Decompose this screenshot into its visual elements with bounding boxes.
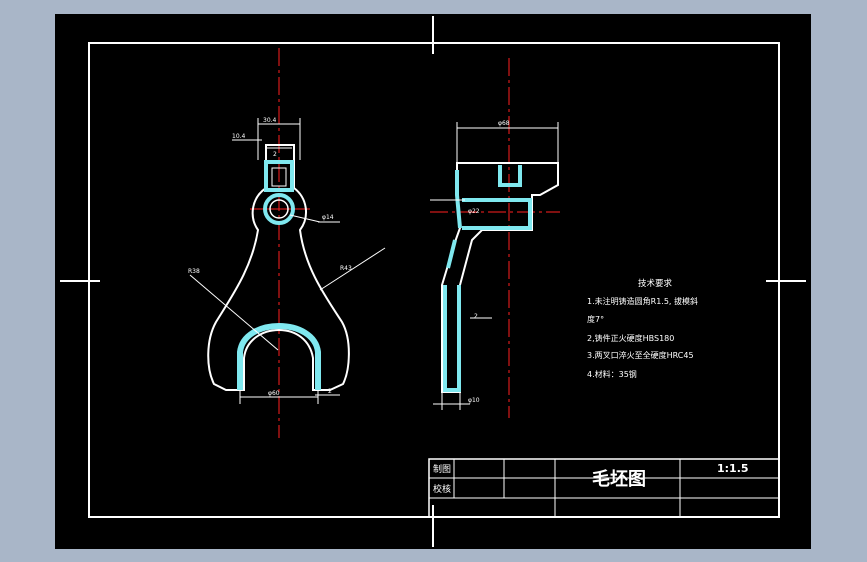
- dim-side-bottom: φ10: [468, 397, 480, 404]
- dim-side-top-width: φ68: [498, 120, 510, 127]
- dim-hole: φ14: [322, 214, 334, 221]
- tech-line-1: 1.未注明铸造圆角R1.5, 拔模斜: [587, 296, 698, 306]
- drawing-scale: 1:1.5: [717, 462, 749, 475]
- tech-heading: 技术要求: [638, 278, 673, 289]
- tech-line-5: 4.材料：35钢: [587, 369, 637, 379]
- front-view: 30.4 10.4 2 φ14 R38 R43 φ60 2: [188, 48, 386, 438]
- dim-radius-right: R43: [340, 265, 352, 272]
- tech-line-2: 度7°: [587, 314, 604, 324]
- label-checked-by: 校核: [433, 483, 451, 495]
- dim-radius-left: R38: [188, 268, 200, 275]
- centering-marks: [60, 16, 806, 547]
- title-block: [428, 458, 780, 518]
- dim-bottom-right-small: 2: [328, 388, 332, 395]
- fork-outline: [207, 144, 350, 391]
- dim-top-width: 30.4: [263, 117, 277, 124]
- label-drawn-by: 制图: [433, 463, 451, 475]
- side-view: φ68 φ22 2 φ10: [430, 58, 560, 418]
- dim-small-front: 2: [273, 151, 277, 158]
- dim-side-bore: φ22: [468, 208, 480, 215]
- dim-side-small: 2: [474, 313, 478, 320]
- tech-line-3: 2,铸件正火硬度HBS180: [587, 333, 674, 343]
- drawing-title: 毛坯图: [592, 468, 646, 490]
- dim-small-left: 10.4: [232, 133, 246, 140]
- tech-line-4: 3.两叉口淬火至全硬度HRC45: [587, 350, 694, 360]
- dim-bottom-width: φ60: [268, 390, 280, 397]
- tech-requirements: 技术要求 1.未注明铸造圆角R1.5, 拔模斜 度7° 2,铸件正火硬度HBS1…: [587, 278, 698, 379]
- drawing-sheet: [55, 14, 811, 549]
- side-outline: [441, 162, 559, 393]
